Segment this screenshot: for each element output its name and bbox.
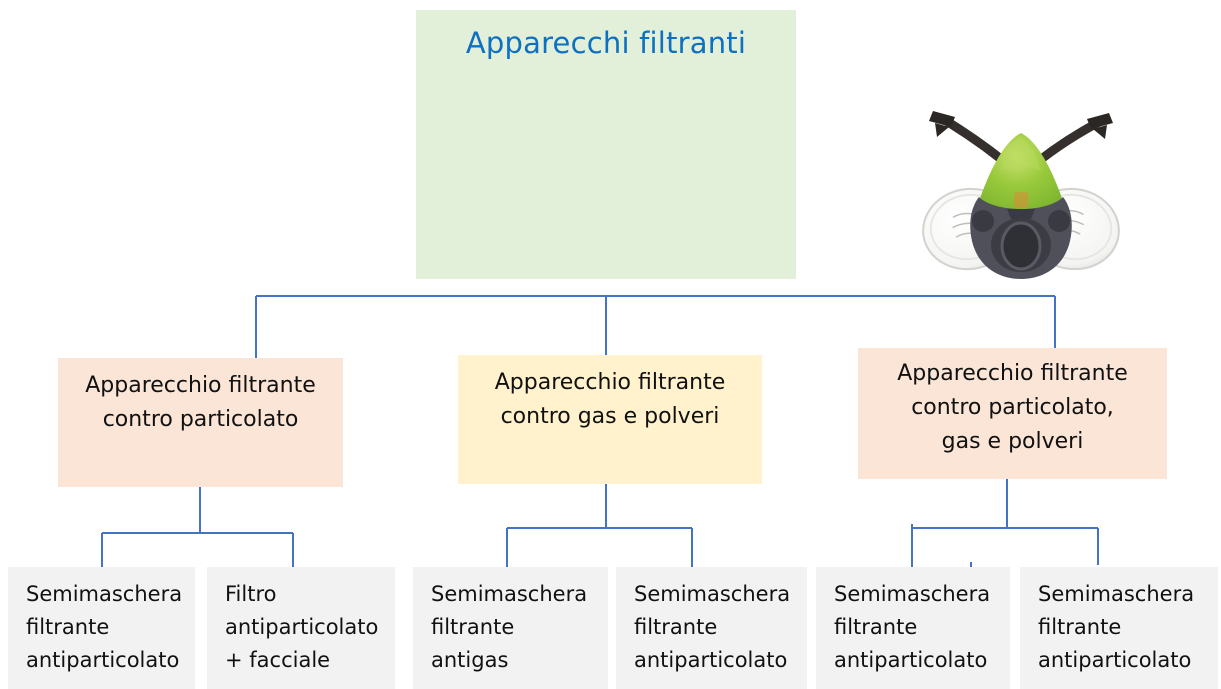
node-label-line: + facciale: [225, 648, 331, 672]
node-semimaschera-filtrante-antiparticolato-4: Semimaschera filtrante antiparticolato: [1020, 567, 1218, 689]
node-label-line: Semimaschera: [634, 582, 791, 606]
node-label-line: antigas: [431, 648, 509, 672]
node-label-line: filtrante: [1038, 615, 1122, 639]
mask-body: [970, 197, 1072, 279]
node-label-line: contro particolato: [102, 407, 299, 432]
node-label-line: contro gas e polveri: [500, 404, 720, 429]
node-label-line: filtrante: [634, 615, 718, 639]
root-node-apparecchi-filtranti: Apparecchi filtranti: [416, 10, 1120, 279]
node-semimaschera-filtrante-antigas: Semimaschera filtrante antigas: [413, 567, 608, 689]
node-filtro-antiparticolato-facciale: Filtro antiparticolato + facciale: [207, 567, 395, 689]
node-label-line: Semimaschera: [1038, 582, 1195, 606]
diagram-title: Apparecchi filtranti: [465, 26, 747, 60]
node-semimaschera-filtrante-antiparticolato-1: Semimaschera filtrante antiparticolato: [8, 567, 195, 689]
node-label-line: antiparticolato: [834, 648, 988, 672]
node-label-line: contro particolato,: [911, 395, 1114, 420]
facepiece-highlight: [1001, 136, 1041, 171]
node-apparecchio-contro-particolato: Apparecchio filtrante contro particolato: [58, 358, 343, 487]
mask-facepiece: [979, 133, 1063, 212]
node-label-line: Semimaschera: [26, 582, 183, 606]
node-label-line: Apparecchio filtrante: [897, 361, 1128, 386]
node-semimaschera-filtrante-antiparticolato-2: Semimaschera filtrante antiparticolato: [616, 567, 807, 689]
node-semimaschera-filtrante-antiparticolato-3: Semimaschera filtrante antiparticolato: [816, 567, 1010, 689]
node-label-line: antiparticolato: [26, 648, 180, 672]
node-label-line: filtrante: [834, 615, 918, 639]
node-label-line: Apparecchio filtrante: [494, 370, 726, 395]
node-label-line: Filtro: [225, 582, 277, 606]
respirator-mask-image: [922, 111, 1120, 279]
node-apparecchio-contro-gas-e-polveri: Apparecchio filtrante contro gas e polve…: [458, 355, 762, 484]
node-label-line: Semimaschera: [431, 582, 588, 606]
node-label-line: Apparecchio filtrante: [85, 373, 316, 398]
node-label-line: antiparticolato: [225, 615, 379, 639]
node-label-line: antiparticolato: [1038, 648, 1192, 672]
node-label-line: Semimaschera: [834, 582, 991, 606]
node-label-line: gas e polveri: [941, 429, 1084, 454]
node-label-line: filtrante: [431, 615, 515, 639]
node-label-line: antiparticolato: [634, 648, 788, 672]
node-label-line: filtrante: [26, 615, 110, 639]
node-apparecchio-contro-particolato-gas-polveri: Apparecchio filtrante contro particolato…: [858, 348, 1167, 479]
watermark-logo: [1014, 192, 1028, 208]
